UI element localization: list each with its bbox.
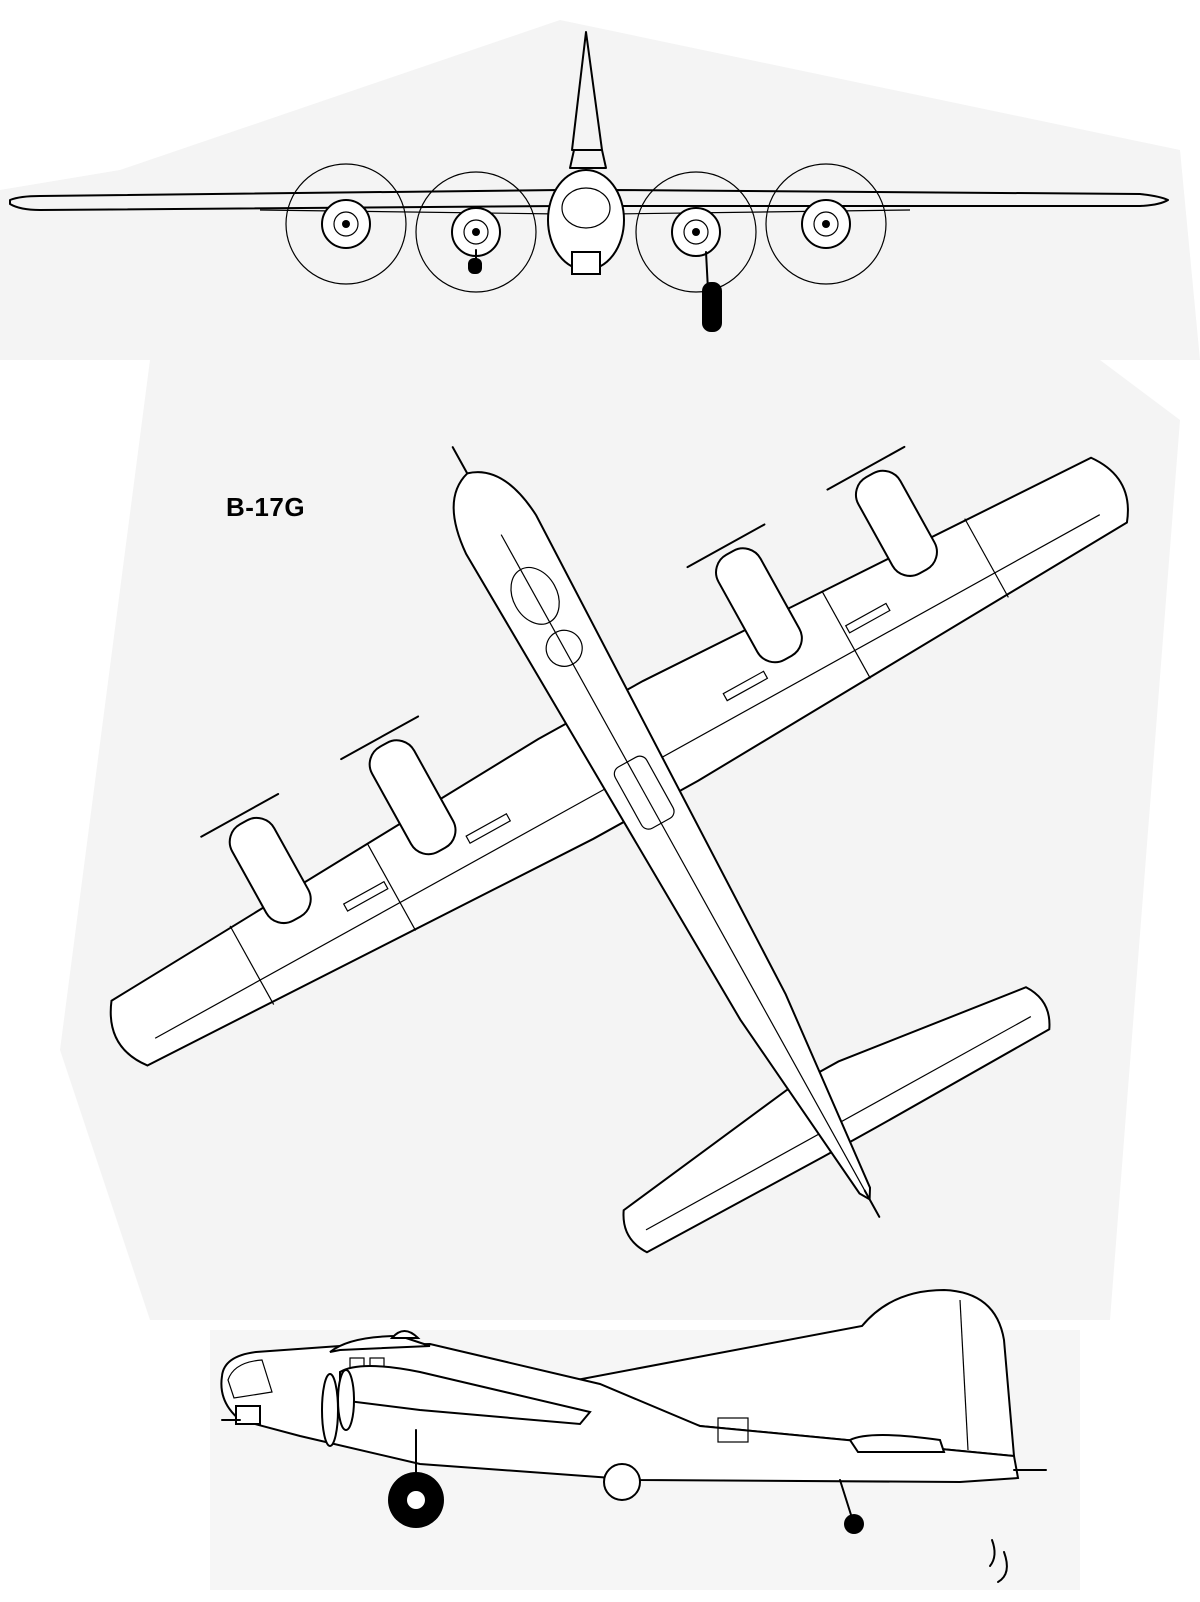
- side-ball-turret: [603, 1463, 641, 1501]
- top-prop-1: [200, 793, 280, 838]
- top-wing-vent-4: [844, 602, 891, 634]
- aircraft-designation-label: B-17G: [226, 492, 306, 522]
- front-prop-disc-4: [765, 163, 887, 285]
- side-tail-wheel: [844, 1514, 864, 1534]
- top-fuselage: [451, 446, 881, 1218]
- front-prop-disc-1: [285, 163, 407, 285]
- side-main-wheel-hub: [407, 1491, 425, 1509]
- top-nacelle-3: [715, 547, 803, 664]
- front-left-wheel: [468, 258, 482, 274]
- top-tail-guns: [863, 1189, 881, 1218]
- side-rudder-hinge: [959, 1299, 969, 1451]
- side-prop-1: [321, 1373, 339, 1447]
- front-engine-2-hub: [463, 219, 489, 245]
- side-prop-2: [337, 1369, 355, 1431]
- top-prop-2: [340, 715, 420, 761]
- front-view: [9, 31, 1169, 332]
- front-prop-disc-3: [635, 171, 757, 293]
- side-waist-window: [717, 1417, 749, 1443]
- side-top-turret: [389, 1330, 421, 1339]
- front-engine-1-hub: [333, 211, 359, 237]
- front-engine-1-spinner: [342, 220, 350, 228]
- front-nose-glazing: [561, 187, 611, 229]
- front-engine-3-hub: [683, 219, 709, 245]
- top-cockpit-canopy: [510, 566, 560, 625]
- top-wing-vent-3: [722, 670, 769, 702]
- side-horizontal-tail: [848, 1434, 946, 1453]
- front-right-wheel: [702, 282, 722, 332]
- side-wing-nacelle: [339, 1365, 592, 1426]
- front-engine-4-hub: [813, 211, 839, 237]
- front-right-wing: [611, 189, 1169, 207]
- top-view: [109, 445, 1129, 1254]
- top-fuselage-centerline: [500, 534, 866, 1191]
- top-wing-panel-2: [366, 842, 417, 931]
- top-prop-4: [826, 445, 906, 491]
- top-wing-panel-4: [964, 518, 1009, 598]
- front-top-turret: [569, 149, 607, 169]
- front-engine-2-spinner: [472, 228, 480, 236]
- front-engine-4-spinner: [822, 220, 830, 228]
- top-wing-vent-2: [465, 813, 512, 844]
- top-nacelle-1: [228, 816, 312, 925]
- top-wing-panel-3: [821, 590, 871, 679]
- top-radio-hatch: [613, 755, 675, 830]
- side-view: [220, 1288, 1047, 1534]
- front-prop-disc-2: [415, 171, 537, 293]
- front-right-wing-underside: [611, 209, 911, 215]
- side-cockpit-canopy: [329, 1334, 431, 1353]
- front-engine-3-spinner: [692, 228, 700, 236]
- top-prop-3: [686, 523, 766, 569]
- top-nacelle-2: [368, 739, 457, 856]
- top-dorsal-turret: [545, 629, 583, 667]
- top-nose-gun: [451, 446, 469, 475]
- artist-signature: [989, 1539, 1008, 1583]
- top-wing-vent-1: [342, 880, 389, 912]
- top-wing-panel-1: [229, 925, 275, 1005]
- front-left-wing-underside: [259, 209, 561, 215]
- front-chin-turret: [571, 251, 601, 275]
- side-tail-wheel-strut: [839, 1479, 853, 1519]
- top-nacelle-4: [854, 469, 938, 577]
- side-chin-turret: [235, 1405, 261, 1425]
- side-vertical-tail: [565, 1288, 1016, 1458]
- side-nose-glazing: [227, 1359, 273, 1399]
